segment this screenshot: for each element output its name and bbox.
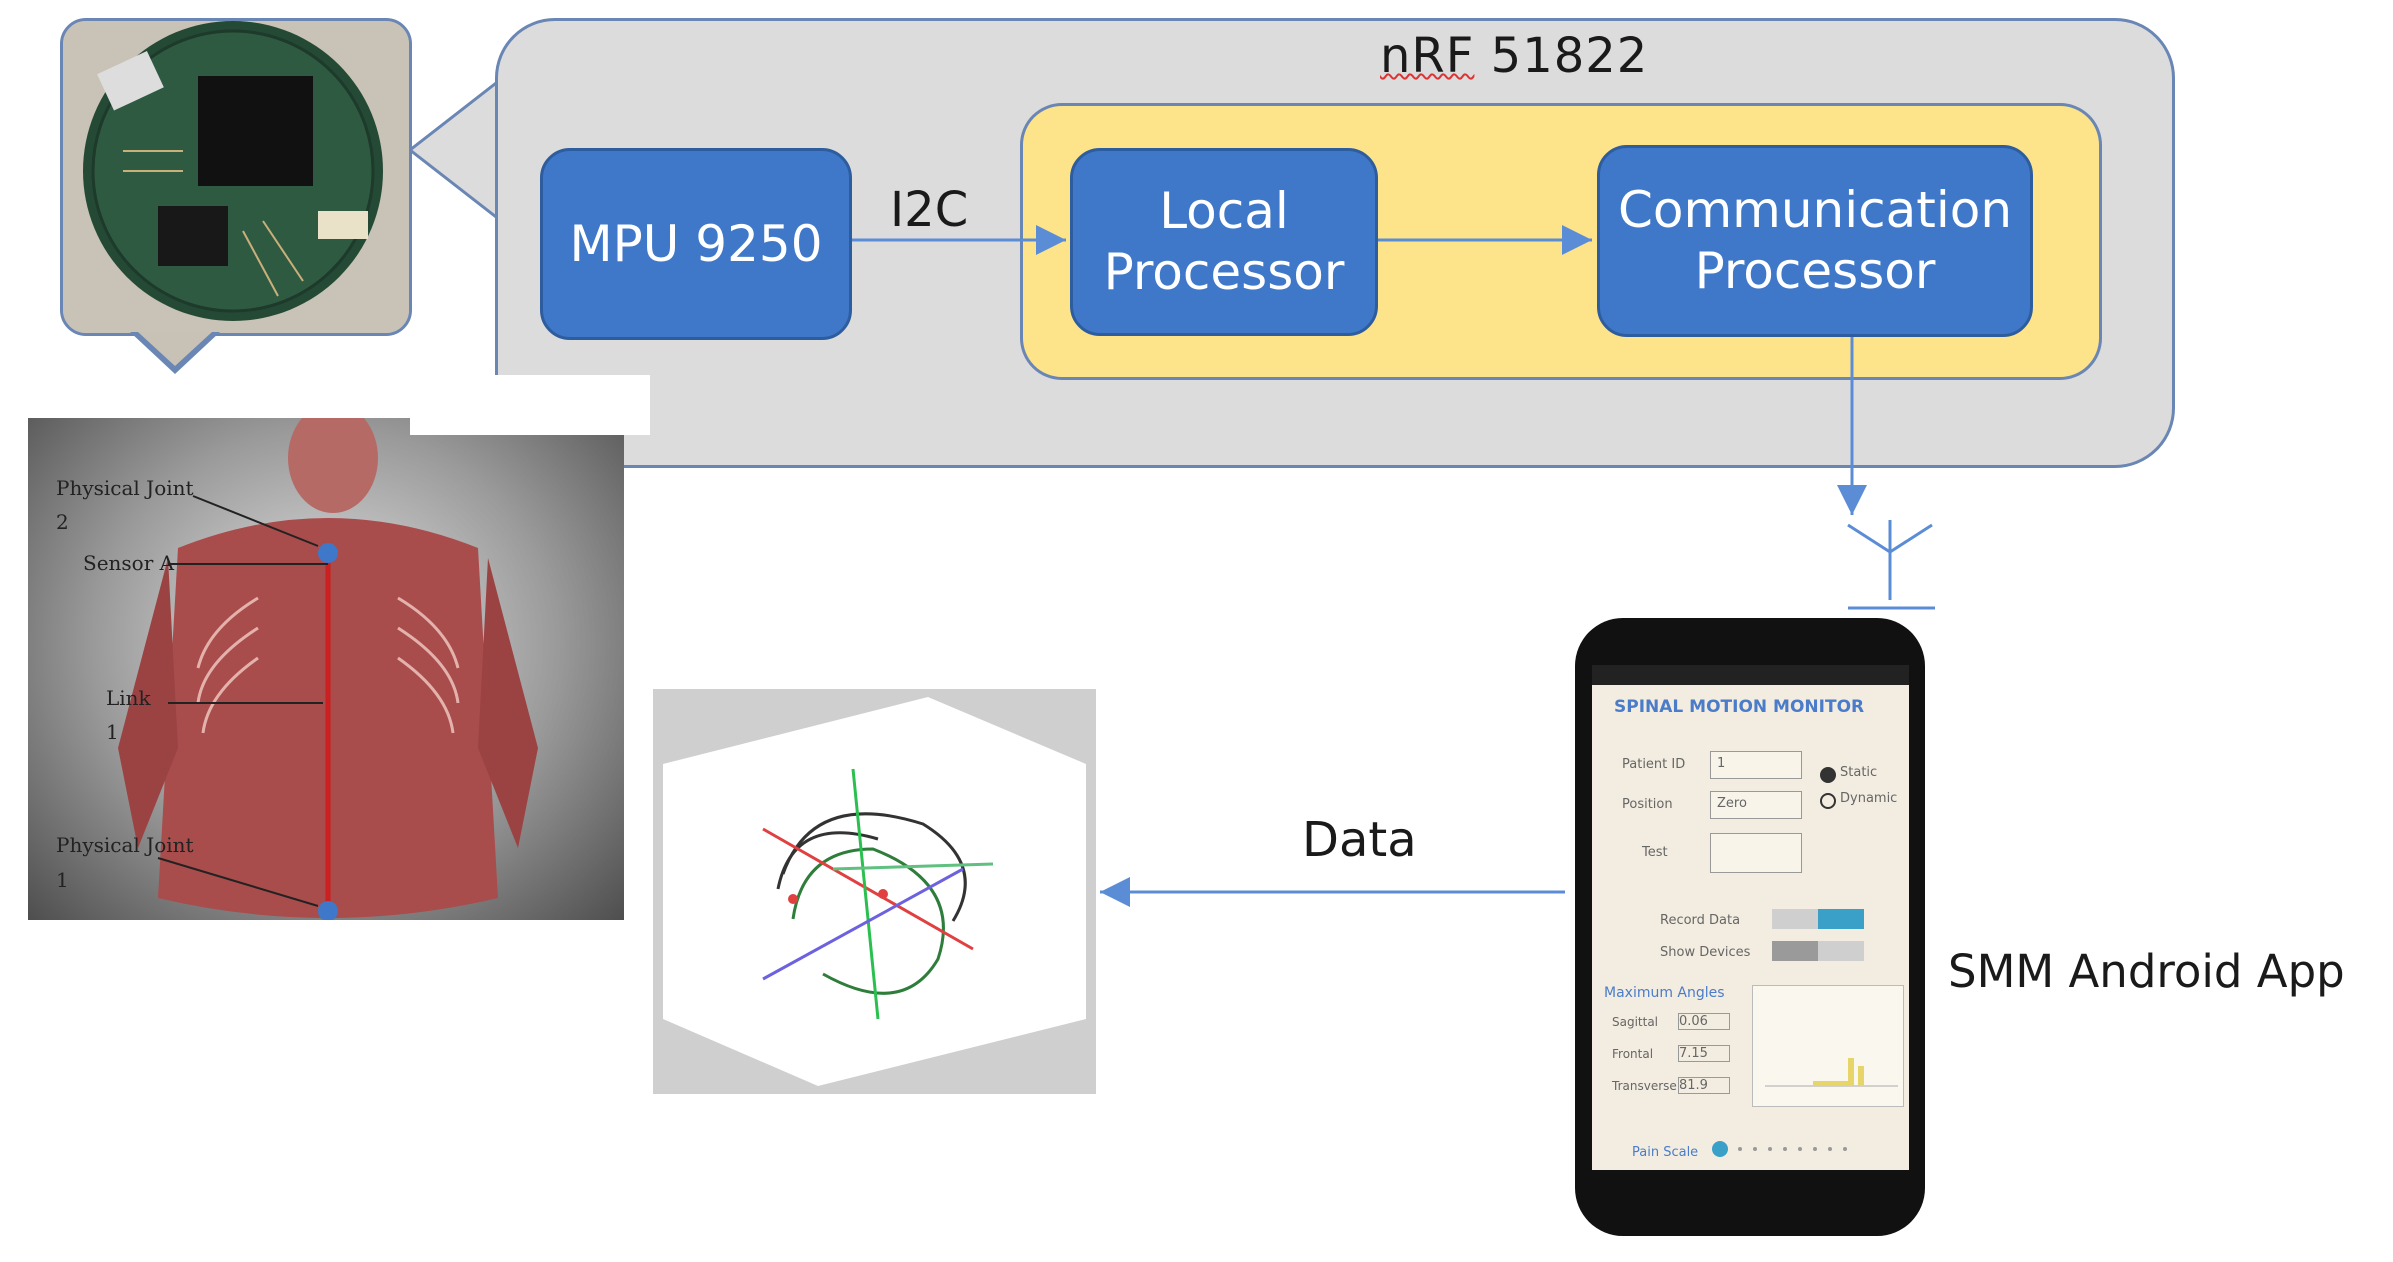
- record-data-label: Record Data: [1660, 913, 1741, 928]
- field-patient-value: 1: [1717, 756, 1726, 771]
- field-position-input[interactable]: Zero: [1710, 791, 1802, 819]
- anatomy-figure: [118, 418, 538, 920]
- joint-1-label: Physical Joint: [56, 833, 194, 857]
- app-title: SPINAL MOTION MONITOR: [1614, 697, 1865, 717]
- field-position-value: Zero: [1717, 796, 1747, 811]
- max-angles-title: Maximum Angles: [1604, 985, 1725, 1001]
- board-image: [63, 21, 409, 333]
- data-label: Data: [1302, 812, 1417, 868]
- angle-row-1-label: Sagittal: [1612, 1015, 1659, 1029]
- pain-scale-slider[interactable]: [1710, 1141, 1890, 1157]
- sensor-a-label: Sensor A: [83, 551, 175, 575]
- status-bar: [1592, 665, 1909, 685]
- chip-title-squiggle: nRF: [1380, 28, 1475, 84]
- angle-row-3-value: 81.9: [1678, 1077, 1730, 1094]
- angle-row-2-value: 7.15: [1678, 1045, 1730, 1062]
- local-processor-block[interactable]: Local Processor: [1070, 148, 1378, 336]
- devices-toggle[interactable]: [1772, 941, 1864, 961]
- angle-row-2-label: Frontal: [1612, 1047, 1654, 1061]
- sensor-board-photo: [60, 18, 412, 336]
- radio-dynamic[interactable]: [1820, 793, 1836, 809]
- link-num: 1: [106, 720, 119, 744]
- local-label-1: Local: [1159, 182, 1289, 240]
- joint-2-num: 2: [56, 510, 69, 534]
- joint-1-num: 1: [56, 868, 69, 892]
- field-test-label: Test: [1642, 845, 1668, 860]
- angle-row-3-label: Transverse: [1612, 1079, 1677, 1093]
- field-patient-input[interactable]: 1: [1710, 751, 1802, 779]
- record-toggle[interactable]: [1772, 909, 1864, 929]
- pain-scale-label: Pain Scale: [1632, 1145, 1699, 1160]
- app-screen[interactable]: SPINAL MOTION MONITOR Patient ID 1 Posit…: [1592, 665, 1909, 1170]
- joint-1-marker: [318, 901, 338, 920]
- mpu-label: MPU 9250: [569, 214, 823, 273]
- antenna-icon: [1847, 520, 1935, 610]
- kinematic-plot: [653, 689, 1096, 1094]
- anatomy-top-mask: [410, 375, 650, 435]
- field-position-label: Position: [1622, 797, 1673, 812]
- joint-2-label: Physical Joint: [56, 476, 194, 500]
- mini-chart: [1752, 985, 1904, 1107]
- radio-dynamic-label: Dynamic: [1840, 791, 1898, 806]
- field-patient-label: Patient ID: [1622, 757, 1686, 772]
- field-test-input[interactable]: [1710, 833, 1802, 873]
- i2c-label: I2C: [890, 182, 969, 238]
- comm-label-2: Processor: [1694, 242, 1936, 300]
- photo-tail: [130, 332, 220, 374]
- app-label: SMM Android App: [1948, 945, 2345, 998]
- mini-chart-bars: [1765, 1058, 1898, 1087]
- radio-static[interactable]: [1820, 767, 1836, 783]
- spine-anatomy-image: Physical Joint 2 Sensor A Link 1 Physica…: [28, 418, 624, 920]
- comm-label-1: Communication: [1617, 181, 2013, 239]
- link-label: Link: [106, 686, 151, 710]
- chip-title: nRF 51822: [1380, 28, 1648, 84]
- local-label-2: Processor: [1103, 243, 1345, 301]
- kinematic-figure: [663, 697, 1086, 1086]
- angle-row-1-value: 0.06: [1678, 1013, 1730, 1030]
- comm-processor-block[interactable]: Communication Processor: [1597, 145, 2033, 337]
- joint-2-marker: [318, 543, 338, 563]
- show-devices-label: Show Devices: [1660, 945, 1751, 960]
- mpu-block[interactable]: MPU 9250: [540, 148, 852, 340]
- radio-static-label: Static: [1840, 765, 1878, 780]
- chip-title-rest: 51822: [1474, 28, 1649, 84]
